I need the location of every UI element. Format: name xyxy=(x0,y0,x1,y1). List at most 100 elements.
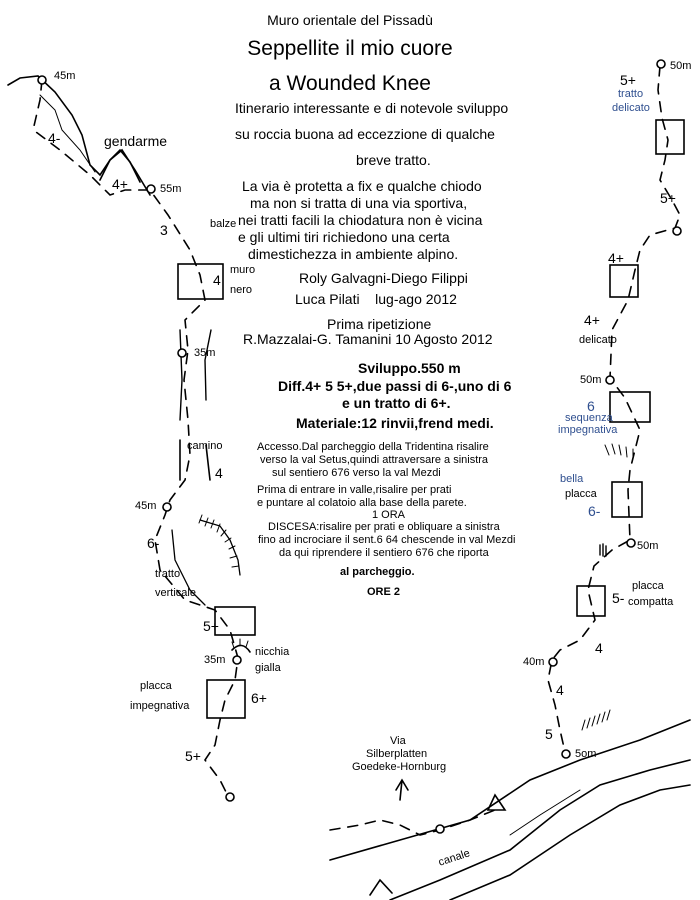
stats-difficulty: Diff.4+ 5 5+,due passi di 6-,uno di 6 xyxy=(278,378,512,394)
belay-40m xyxy=(548,657,558,667)
box-bella-placca xyxy=(611,481,643,518)
camino-line-2 xyxy=(205,444,211,481)
grade-right-6minus: 6- xyxy=(588,503,601,519)
label-balze: balze xyxy=(210,218,237,230)
label-45m: 45m xyxy=(135,500,157,512)
box-right-2 xyxy=(609,264,639,298)
valley-inner xyxy=(509,789,581,836)
left-ridge-inner xyxy=(39,94,96,173)
stats-length: Sviluppo.550 m xyxy=(358,360,461,376)
route-title-line1: Seppellite il mio cuore xyxy=(247,37,453,60)
box-right-1 xyxy=(655,119,685,155)
label-right-impegnativa: impegnativa xyxy=(558,424,618,436)
label-45m-top: 45m xyxy=(54,70,76,82)
label-right-placca-2: placca xyxy=(632,580,664,592)
label-gialla: gialla xyxy=(255,662,281,674)
label-muro: muro xyxy=(230,264,256,276)
authors-line-1: Roly Galvagni-Diego Filippi xyxy=(299,270,468,286)
repeat-title: Prima ripetizione xyxy=(327,316,432,332)
belay-50m-r1 xyxy=(672,226,682,236)
belay-50m-r3 xyxy=(626,538,636,548)
description-line-1: Itinerario interessante e di notevole sv… xyxy=(235,100,509,116)
label-nero: nero xyxy=(230,284,253,296)
approach-line-1: Accesso.Dal parcheggio della Tridentina … xyxy=(257,441,489,453)
approach-line-4: Prima di entrare in valle,risalire per p… xyxy=(257,484,452,496)
label-verticale: verticale xyxy=(155,587,196,599)
wall-name: Muro orientale del Pissadù xyxy=(267,12,433,28)
grade-right-6: 6 xyxy=(587,398,595,414)
approach-path xyxy=(329,809,496,836)
label-35m: 35m xyxy=(194,347,216,359)
label-gendarme: gendarme xyxy=(104,133,168,149)
label-camino: camino xyxy=(187,440,223,452)
descent-line-3: da qui riprendere il sentiero 676 che ri… xyxy=(279,547,489,559)
grade-right-5minus: 5- xyxy=(612,590,625,606)
box-sequenza xyxy=(609,391,651,423)
belay-50m-r4 xyxy=(561,749,571,759)
label-35m-b: 35m xyxy=(204,654,226,666)
descent-line-2: fino ad incrociare il sent.6 64 chescend… xyxy=(258,534,516,546)
left-route xyxy=(33,79,239,797)
hatch-right-1 xyxy=(604,443,634,460)
grade-6minus: 6- xyxy=(147,535,160,551)
label-right-tratto: tratto xyxy=(618,88,644,100)
roof-left xyxy=(199,519,241,576)
label-tratto: tratto xyxy=(155,568,181,580)
valley-line-2 xyxy=(389,759,691,900)
grade-4minus: 4- xyxy=(48,130,61,146)
grade-right-5plus-b: 5+ xyxy=(660,190,676,206)
approach-line-3: sul sentiero 676 verso la val Mezdi xyxy=(272,467,441,479)
authors-line-2: Luca Pilati lug-ago 2012 xyxy=(295,291,457,307)
grade-4-muro: 4 xyxy=(213,272,221,288)
grade-right-5plus-top: 5+ xyxy=(620,72,636,88)
left-wall-line-3 xyxy=(171,529,206,606)
box-muro-nero xyxy=(177,263,224,300)
label-right-50m-b: 50m xyxy=(637,540,659,552)
approach-line-5: e puntare al colatoio alla base della pa… xyxy=(257,497,467,509)
other-route-name: Silberplatten xyxy=(366,748,428,760)
belay-50m-r2 xyxy=(605,375,615,385)
approach-line-2: verso la val Setus,quindi attraversare a… xyxy=(260,454,489,466)
description-line-8: dimestichezza in ambiente alpino. xyxy=(248,246,459,262)
valley-line-1 xyxy=(329,719,691,861)
label-right-5om: 5om xyxy=(575,748,597,760)
label-right-50m-top: 50m xyxy=(670,60,692,72)
description-line-2: su roccia buona ad eccezzione di qualche xyxy=(235,126,495,142)
grade-4plus: 4+ xyxy=(112,176,128,192)
route-title-line2: a Wounded Knee xyxy=(269,72,431,95)
grade-right-4b: 4 xyxy=(556,682,564,698)
grade-4-camino: 4 xyxy=(215,465,223,481)
hatch-right-3 xyxy=(581,709,611,731)
description-line-6: nei tratti facili la chiodatura non è vi… xyxy=(238,212,483,228)
nicchia-arc xyxy=(231,644,251,653)
approach-time: 1 ORA xyxy=(372,509,406,521)
stats-difficulty-2: e un tratto di 6+. xyxy=(342,395,451,411)
description-line-7: e gli ultimi tiri richiedono una certa xyxy=(238,229,450,245)
label-right-50m-a: 50m xyxy=(580,374,602,386)
label-placca: placca xyxy=(140,680,172,692)
grade-right-4plus: 4+ xyxy=(608,250,624,266)
label-right-delicato-2: delicato xyxy=(579,334,617,346)
left-ridge xyxy=(7,75,151,196)
label-right-sequenza: sequenza xyxy=(565,412,613,424)
grade-right-4a: 4 xyxy=(595,640,603,656)
right-route-top xyxy=(547,65,681,753)
label-right-bella: bella xyxy=(560,473,584,485)
other-route-authors: Goedeke-Hornburg xyxy=(352,761,447,773)
label-right-40m: 40m xyxy=(523,656,545,668)
gendarme-outline xyxy=(99,148,141,183)
nicchia-hatch xyxy=(231,638,249,649)
belay-45m-top xyxy=(37,75,47,85)
approach-ring xyxy=(435,824,445,834)
description-line-3: breve tratto. xyxy=(356,152,431,168)
descent-line-1: DISCESA:risalire per prati e obliquare a… xyxy=(268,521,500,533)
belay-55m xyxy=(146,184,156,194)
belay-end-left xyxy=(225,792,235,802)
grade-5plus-b: 5+ xyxy=(185,748,201,764)
label-right-placca: placca xyxy=(565,488,597,500)
box-placca-compatta xyxy=(576,585,606,617)
other-route-via: Via xyxy=(390,735,406,747)
belay-35m-b xyxy=(232,655,242,665)
label-right-delicato: delicato xyxy=(612,102,650,114)
label-nicchia: nicchia xyxy=(255,646,290,658)
